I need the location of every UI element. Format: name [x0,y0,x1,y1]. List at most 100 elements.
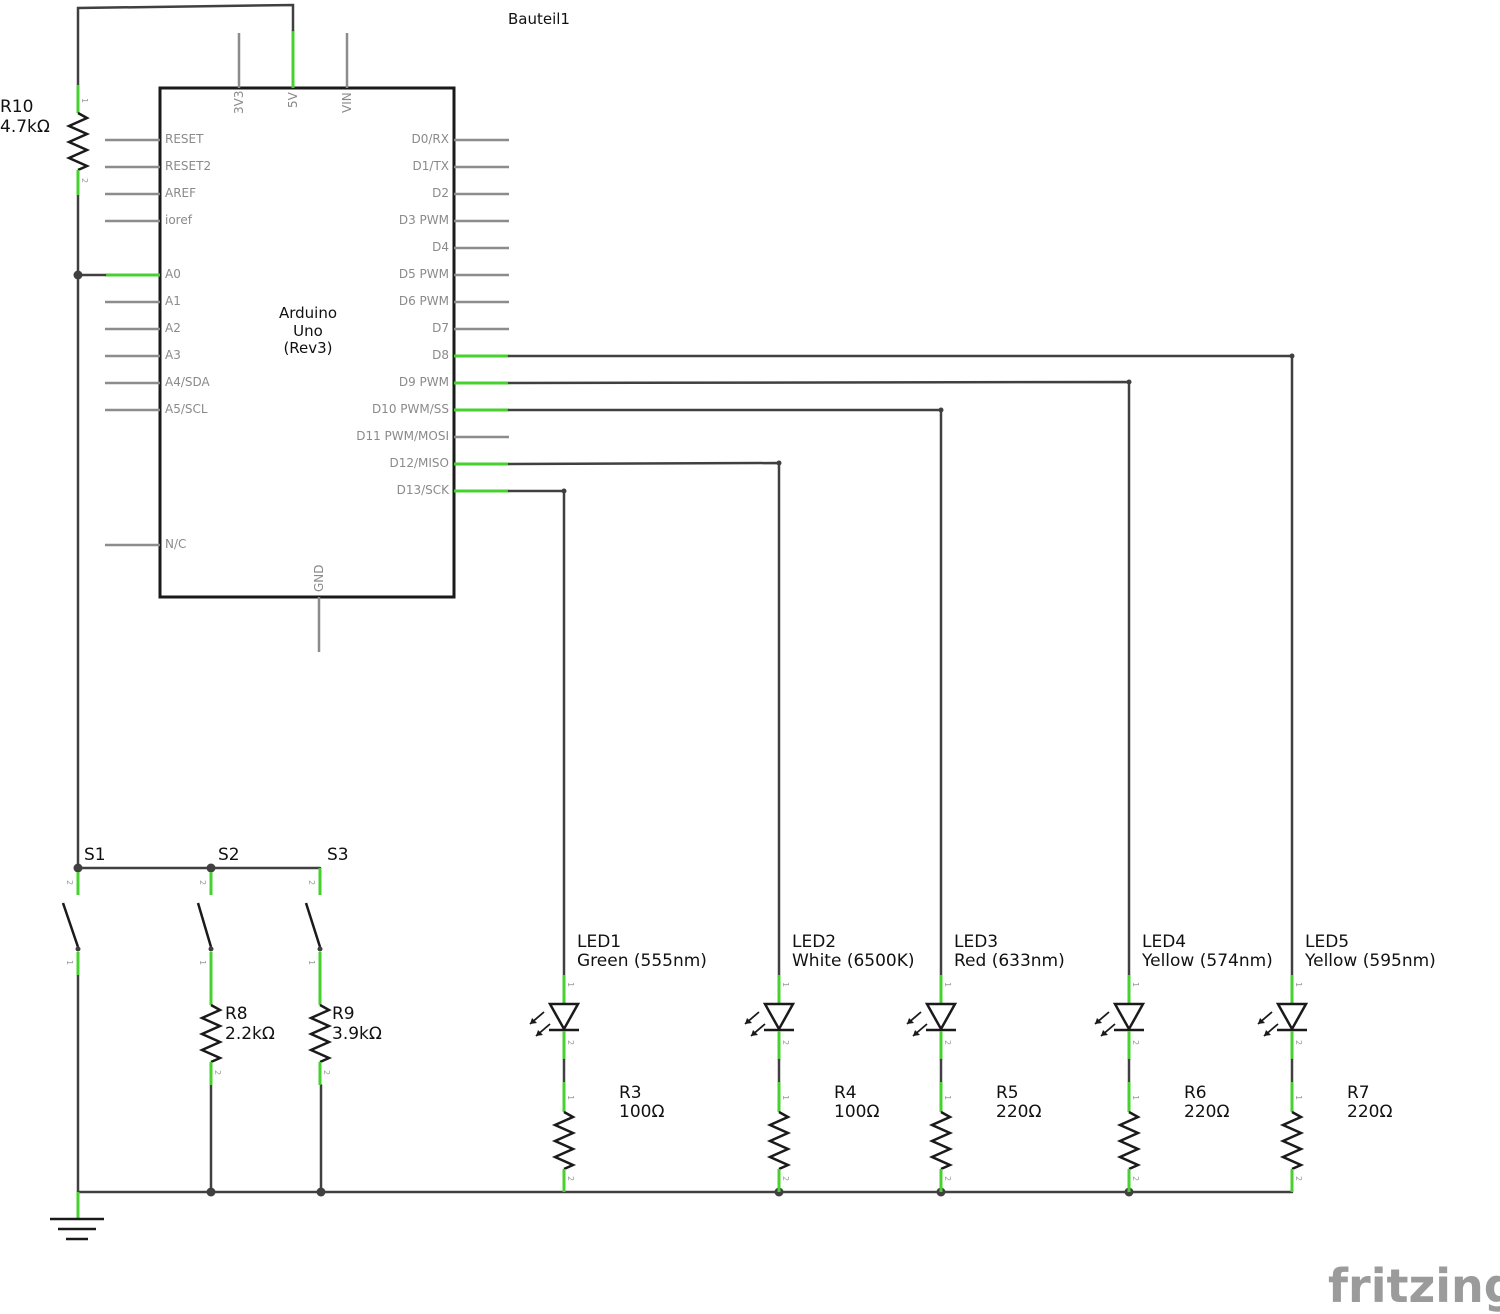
resistor-pin2-number: 2 [781,1176,790,1181]
light-emission-icon [744,1011,766,1037]
ground-symbol [50,1192,104,1241]
switch-s3[interactable]: S3 2 1 [304,845,349,1005]
pin-label-d8: D8 [432,348,449,362]
resistor-pin2-number: 2 [566,1176,575,1181]
pin-label-d3: D3 PWM [399,213,449,227]
resistor-name: R4 [834,1083,857,1103]
pin-label-3v3: 3V3 [232,91,246,114]
pin-label-d5: D5 PWM [399,267,449,281]
resistor-r9[interactable]: 2 R9 3.9kΩ [307,1003,382,1085]
wire-d13-led1[interactable] [507,489,566,977]
wire-d10-led3[interactable] [507,408,943,977]
junctions [73,270,1295,1197]
led-pin1-number: 1 [781,982,790,987]
led-name: LED3 [954,932,998,952]
r10-zigzag [65,111,91,172]
led-name: LED2 [792,932,836,952]
led-pin2-number: 2 [1131,1040,1140,1045]
pin-label-a0: A0 [165,267,181,281]
r8-zigzag [198,1003,224,1064]
led-name: LED1 [577,932,621,952]
pin-label-a4: A4/SDA [165,375,211,389]
resistor-pin1-number: 1 [1131,1095,1140,1100]
wire-d12-led2[interactable] [507,461,781,977]
wire-r10-a0[interactable] [76,193,107,277]
switch-s1[interactable]: S1 2 1 [61,845,106,975]
pin-label-5v: 5V [286,91,300,108]
resistor-r8[interactable]: 2 R8 2.2kΩ [198,1003,275,1085]
resistor-r10[interactable]: 1 2 R10 4.7kΩ [0,85,91,195]
resistor-value: 100Ω [619,1102,664,1122]
wire-d9-led4[interactable] [507,380,1131,977]
pin-label-d13: D13/SCK [397,483,451,497]
resistor-zigzag [551,1110,577,1171]
resistor-pin2-number: 2 [943,1176,952,1181]
arduino-name-1: Arduino [279,304,337,322]
s3-name: S3 [327,845,349,865]
led-triangle [547,1002,581,1032]
s3-contact [317,946,323,952]
pin-label-reset: RESET [165,132,204,146]
light-emission-icon [529,1011,551,1037]
pin-label-d1: D1/TX [413,159,449,173]
s1-pin1-number: 1 [65,960,74,965]
pin-label-d9: D9 PWM [399,375,449,389]
led-pin1-number: 1 [566,982,575,987]
pin-label-a2: A2 [165,321,181,335]
pin-label-d2: D2 [432,186,449,200]
light-emission-icon [1257,1011,1279,1037]
arduino-body[interactable] [158,86,456,599]
resistor-name: R7 [1347,1083,1370,1103]
switch-s2[interactable]: S2 2 1 [196,845,240,1005]
r8-name: R8 [225,1004,248,1024]
led-triangle [924,1002,958,1032]
resistor-pin1-number: 1 [781,1095,790,1100]
resistor-pin2-number: 2 [1131,1176,1140,1181]
s3-lever [304,902,322,948]
led-triangle [1112,1002,1146,1032]
resistor-value: 220Ω [1347,1102,1392,1122]
junction-r9-gnd [316,1187,326,1197]
led-pin1-number: 1 [1131,982,1140,987]
resistor-value: 220Ω [996,1102,1041,1122]
bend-d13 [561,488,567,494]
arduino-uno[interactable]: Arduino Uno (Rev3) 3V3 5V VIN GND RESET … [105,30,509,652]
s3-pin2-number: 2 [307,880,316,885]
led-triangle [762,1002,796,1032]
r9-name: R9 [332,1004,355,1024]
s1-pin2-number: 2 [65,880,74,885]
wire-5v-r10[interactable] [76,3,295,87]
s2-name: S2 [218,845,240,865]
resistor-pin2-number: 2 [1294,1176,1303,1181]
resistor-zigzag [1116,1110,1142,1171]
resistor-name: R5 [996,1083,1019,1103]
resistor-zigzag [928,1110,954,1171]
r8-pin2-number: 2 [213,1070,222,1075]
junction-a0 [73,270,83,280]
pin-label-d11: D11 PWM/MOSI [356,429,449,443]
wire-d8-led5[interactable] [507,354,1294,977]
junction-s1 [73,863,83,873]
resistor-value: 100Ω [834,1102,879,1122]
pin-label-d7: D7 [432,321,449,335]
pin-label-d6: D6 PWM [399,294,449,308]
pin-label-d12: D12/MISO [389,456,449,470]
led-triangle [1275,1002,1309,1032]
r9-value: 3.9kΩ [332,1024,382,1044]
